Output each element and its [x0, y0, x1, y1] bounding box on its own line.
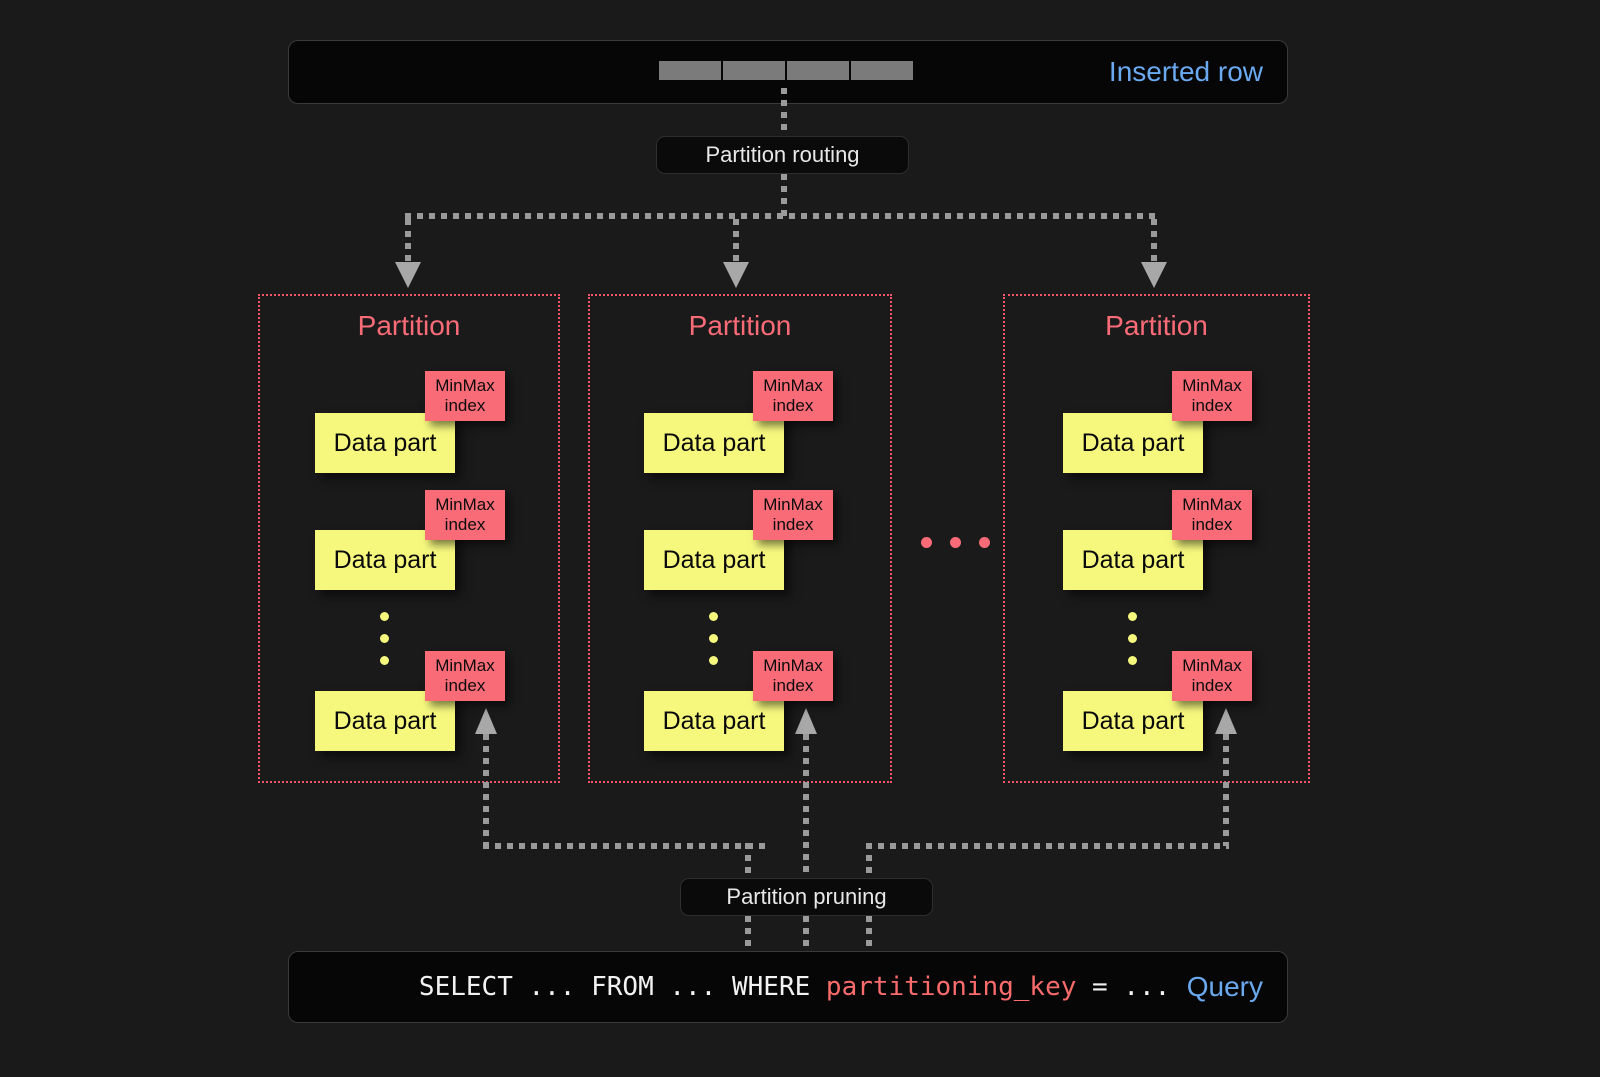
connector-distribution-bus [405, 213, 1157, 219]
connector-partition3-to-pruning [866, 843, 1229, 849]
connector-pruning-out-2 [803, 916, 809, 952]
query-sql-text: SELECT ... FROM ... WHERE partitioning_k… [325, 942, 1170, 1032]
connector-pruning-in-3 [866, 843, 872, 881]
connector-partition3-up [1223, 734, 1229, 846]
data-part-box: Data part [644, 691, 784, 751]
connector-drop-partition-2 [733, 219, 739, 265]
data-part-box: Data part [1063, 691, 1203, 751]
connector-pruning-out-3 [866, 916, 872, 952]
connector-pruning-in-1 [745, 843, 751, 881]
partition-routing-box: Partition routing [656, 136, 909, 174]
vertical-ellipsis [1128, 612, 1137, 678]
connector-partition1-to-pruning [483, 843, 768, 849]
row-cell [851, 61, 913, 80]
partition-pruning-box: Partition pruning [680, 878, 933, 916]
data-part-box: Data part [1063, 413, 1203, 473]
sql-suffix: = ... [1076, 972, 1171, 1002]
inserted-row-bar: Inserted row [288, 40, 1288, 104]
partition-box-1: Partition [258, 294, 560, 783]
arrow-down-partition-3 [1141, 262, 1167, 288]
horizontal-ellipsis [921, 537, 990, 548]
arrow-up-partition-2 [795, 708, 817, 734]
connector-drop-partition-1 [405, 219, 411, 265]
partition-routing-label: Partition routing [705, 142, 860, 167]
sql-prefix: SELECT ... FROM ... WHERE [418, 972, 826, 1002]
data-part-box: Data part [644, 530, 784, 590]
data-part-box: Data part [644, 413, 784, 473]
partition-title: Partition [688, 310, 792, 341]
arrow-down-partition-2 [723, 262, 749, 288]
vertical-ellipsis [380, 612, 389, 678]
data-part-box: Data part [315, 691, 455, 751]
arrow-up-partition-3 [1215, 708, 1237, 734]
data-part-box: Data part [315, 530, 455, 590]
data-part-box: Data part [315, 413, 455, 473]
query-label: Query [1186, 971, 1263, 1002]
inserted-row-label: Inserted row [1108, 56, 1263, 87]
connector-partition2-to-pruning [803, 734, 809, 881]
connector-row-to-routing [781, 88, 787, 138]
connector-partition1-up [483, 734, 489, 846]
data-part-box: Data part [1063, 530, 1203, 590]
row-cell [787, 61, 849, 80]
connector-pruning-out-1 [745, 916, 751, 952]
row-cell [659, 61, 721, 80]
arrow-down-partition-1 [395, 262, 421, 288]
partition-title: Partition [1105, 310, 1208, 341]
connector-routing-to-bus [781, 174, 787, 216]
arrow-up-partition-1 [475, 708, 497, 734]
partition-box-3: Partition [1003, 294, 1310, 783]
sql-partitioning-key: partitioning_key [825, 972, 1077, 1002]
query-bar: SELECT ... FROM ... WHERE partitioning_k… [288, 951, 1288, 1023]
partition-title: Partition [357, 310, 461, 341]
inserted-row-cells [659, 61, 913, 80]
partition-pruning-label: Partition pruning [726, 884, 887, 909]
row-cell [723, 61, 785, 80]
connector-drop-partition-3 [1151, 219, 1157, 265]
vertical-ellipsis [709, 612, 718, 678]
partition-box-2: Partition [588, 294, 892, 783]
